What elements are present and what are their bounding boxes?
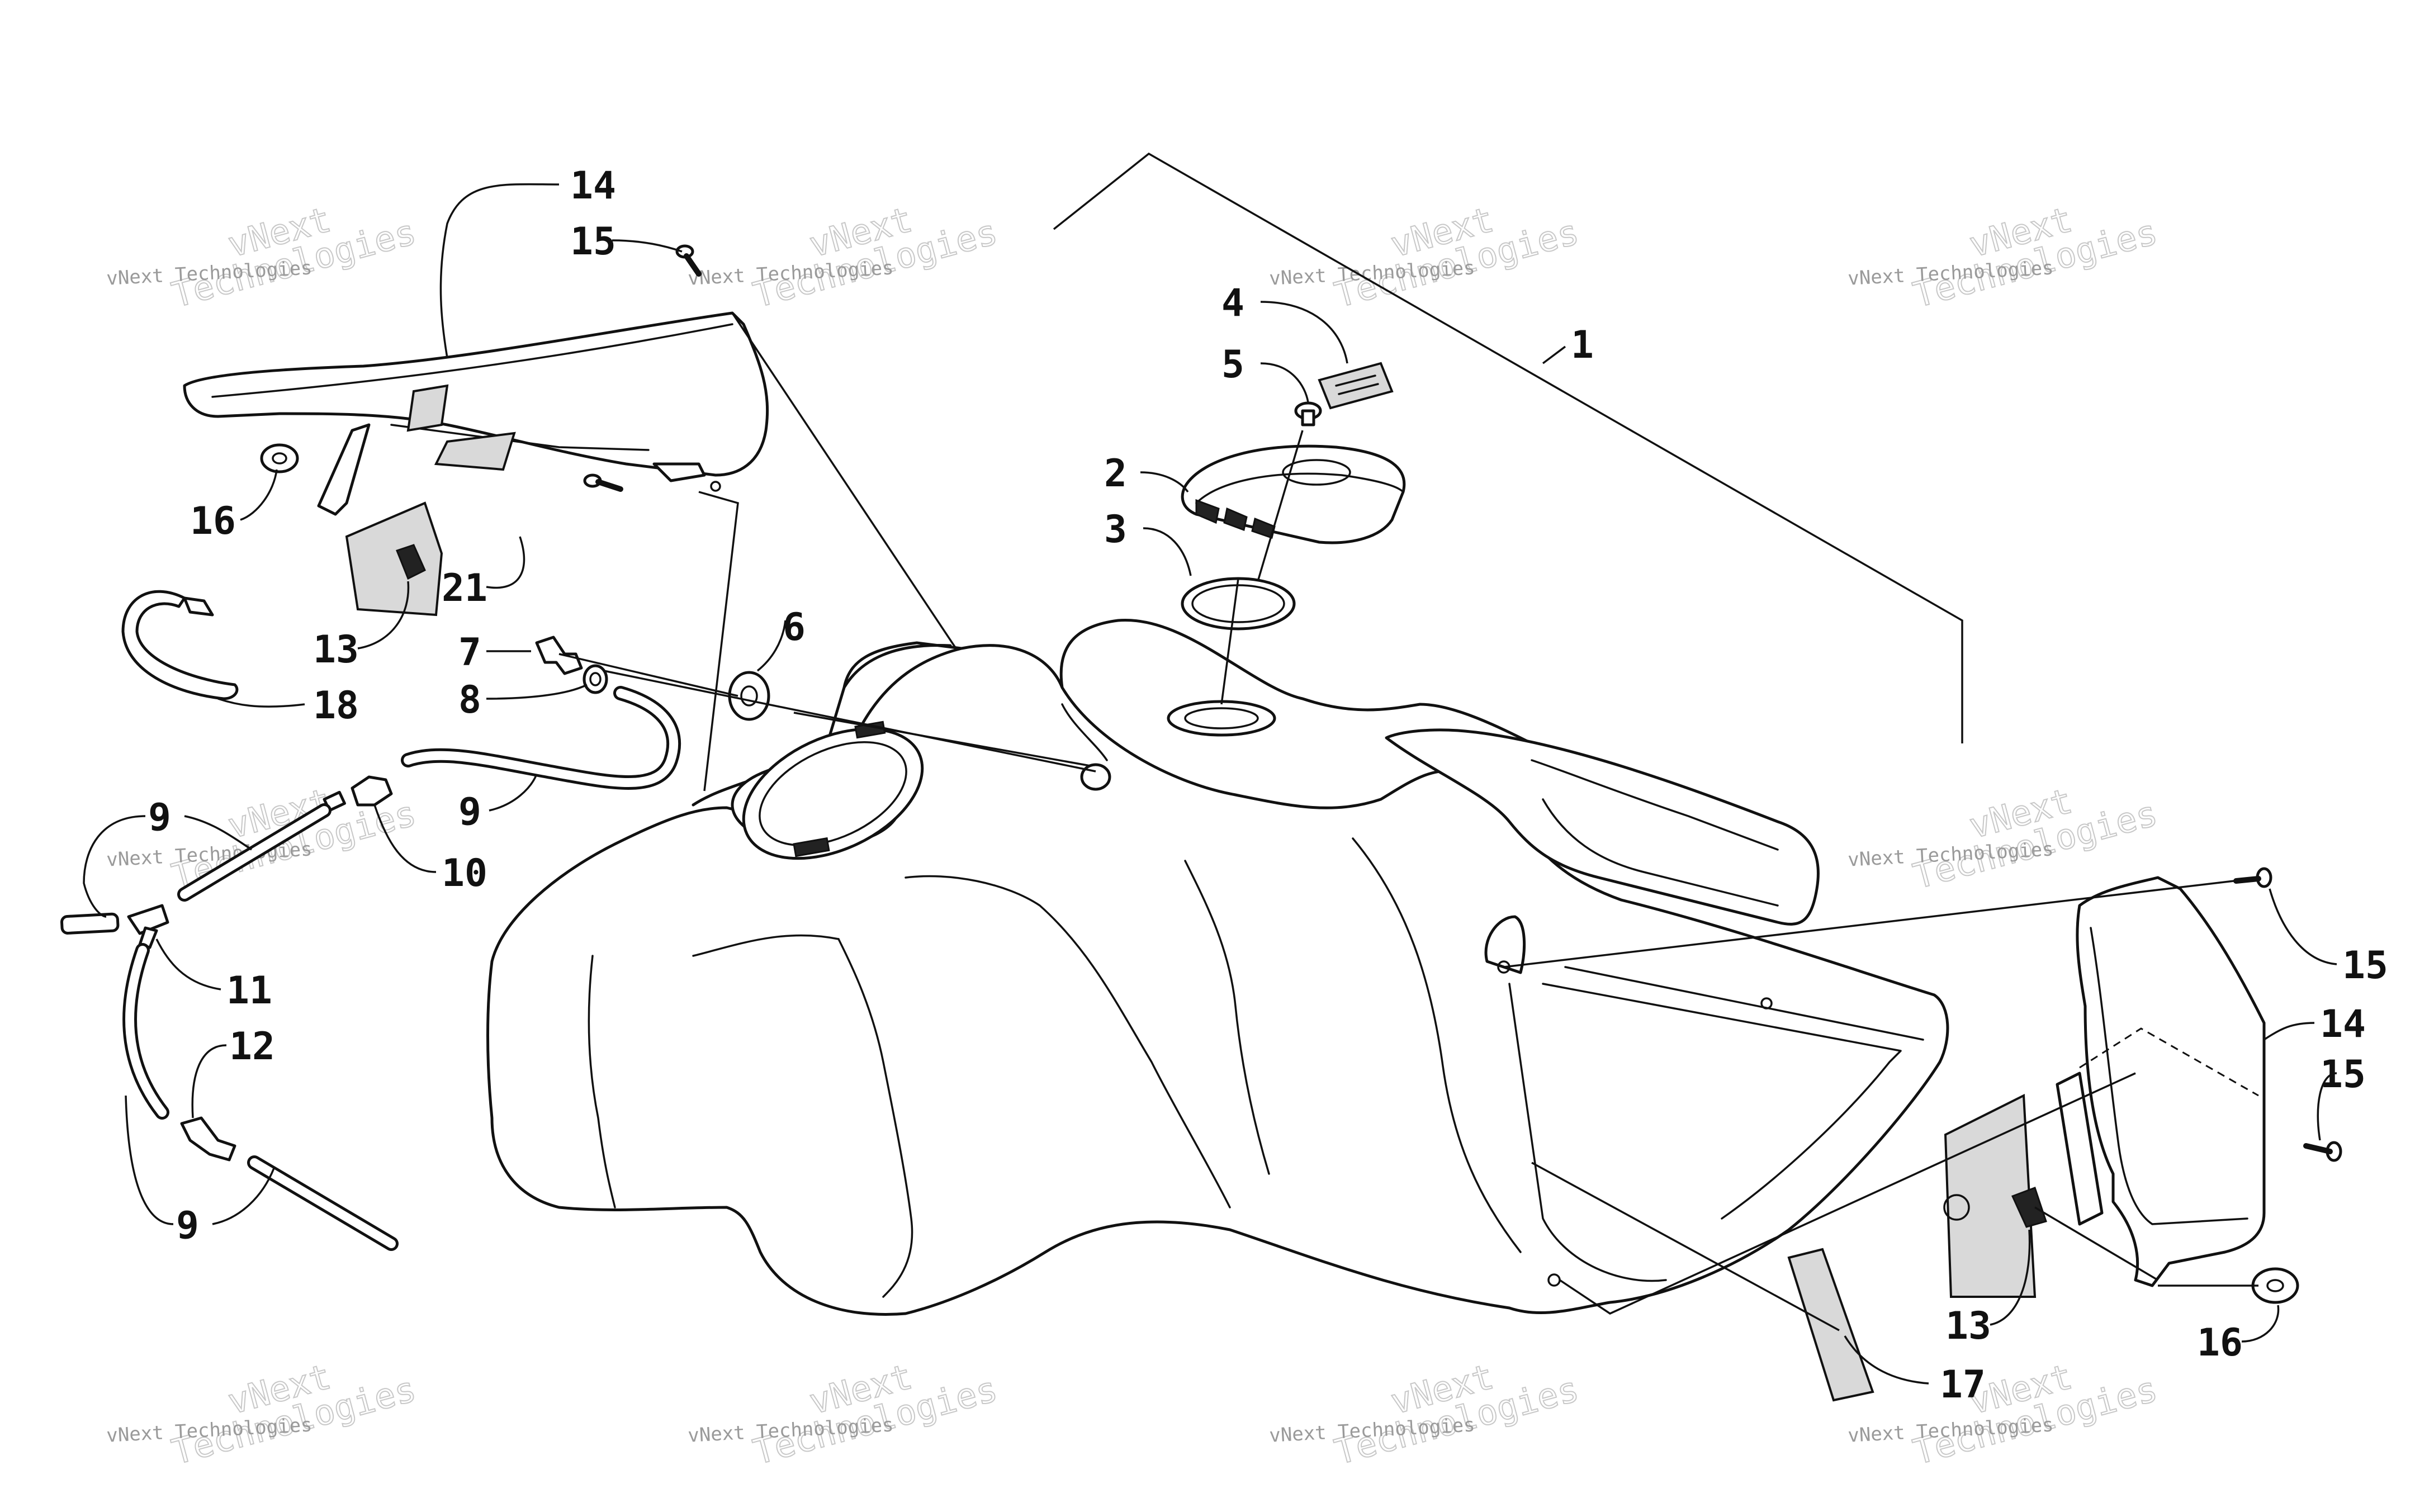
- fuel-cap: [1181, 444, 1406, 544]
- callout-21: 21: [442, 566, 487, 610]
- callout-9-mid: 9: [458, 790, 481, 834]
- callout-15-right-upper: 15: [2342, 944, 2388, 988]
- callout-2: 2: [1104, 452, 1127, 496]
- callout-9-left: 9: [148, 795, 171, 840]
- leader-lines: [83, 183, 2337, 1385]
- callout-16-right: 16: [2197, 1321, 2243, 1365]
- fuel-hose: [401, 686, 681, 790]
- drain-hose: [122, 943, 169, 1120]
- mount-bracket-left: [345, 501, 443, 617]
- callout-13-left: 13: [313, 628, 359, 672]
- fuel-fitting: [535, 636, 583, 675]
- callout-8: 8: [458, 678, 481, 722]
- fuel-tank: [486, 619, 1949, 1316]
- callout-14-top: 14: [570, 164, 616, 208]
- callout-10: 10: [442, 851, 487, 895]
- callout-labels: 1 2 3 4 5 6 7 8 9 9 9 10 11 12 13 13 14 …: [148, 164, 2388, 1407]
- callout-16-left: 16: [190, 499, 236, 543]
- vent-hose: [247, 1155, 399, 1251]
- push-rivet-left: [260, 443, 299, 473]
- right-side-cover: [2056, 876, 2266, 1287]
- check-valve: [180, 1116, 236, 1162]
- callout-15-top: 15: [570, 220, 616, 264]
- bolt-top-left: [675, 244, 702, 277]
- callout-5: 5: [1221, 343, 1244, 387]
- mount-bracket-right: [1943, 1093, 2047, 1298]
- screw: [1294, 401, 1322, 426]
- bolt-right-upper: [2233, 867, 2272, 888]
- left-side-cover: [183, 311, 769, 516]
- callout-3: 3: [1104, 508, 1127, 552]
- callout-6: 6: [783, 605, 806, 650]
- hose-clamp: [583, 664, 608, 694]
- callout-4: 4: [1221, 281, 1244, 325]
- callout-14-right: 14: [2320, 1002, 2366, 1046]
- gasket: [1181, 577, 1296, 631]
- bolt-right-lower: [2303, 1141, 2342, 1162]
- push-rivet-right: [2251, 1267, 2299, 1304]
- callout-11: 11: [226, 969, 272, 1013]
- callout-17: 17: [1940, 1363, 1986, 1407]
- callout-7: 7: [458, 631, 481, 675]
- strap-clamp: [121, 590, 239, 700]
- callout-18: 18: [313, 684, 359, 728]
- callout-13-right: 13: [1945, 1304, 1991, 1348]
- callout-1: 1: [1571, 323, 1594, 367]
- projection-lines: [558, 312, 2258, 1331]
- callout-15-right-lower: 15: [2320, 1053, 2366, 1097]
- assembly-bracket: [1053, 152, 1963, 743]
- callout-9-bottom: 9: [176, 1203, 199, 1248]
- tee-fitting: [60, 904, 169, 949]
- bolt-panel: [583, 473, 623, 492]
- short-hose: [177, 803, 332, 902]
- decal: [1318, 362, 1394, 410]
- callout-12: 12: [229, 1025, 275, 1069]
